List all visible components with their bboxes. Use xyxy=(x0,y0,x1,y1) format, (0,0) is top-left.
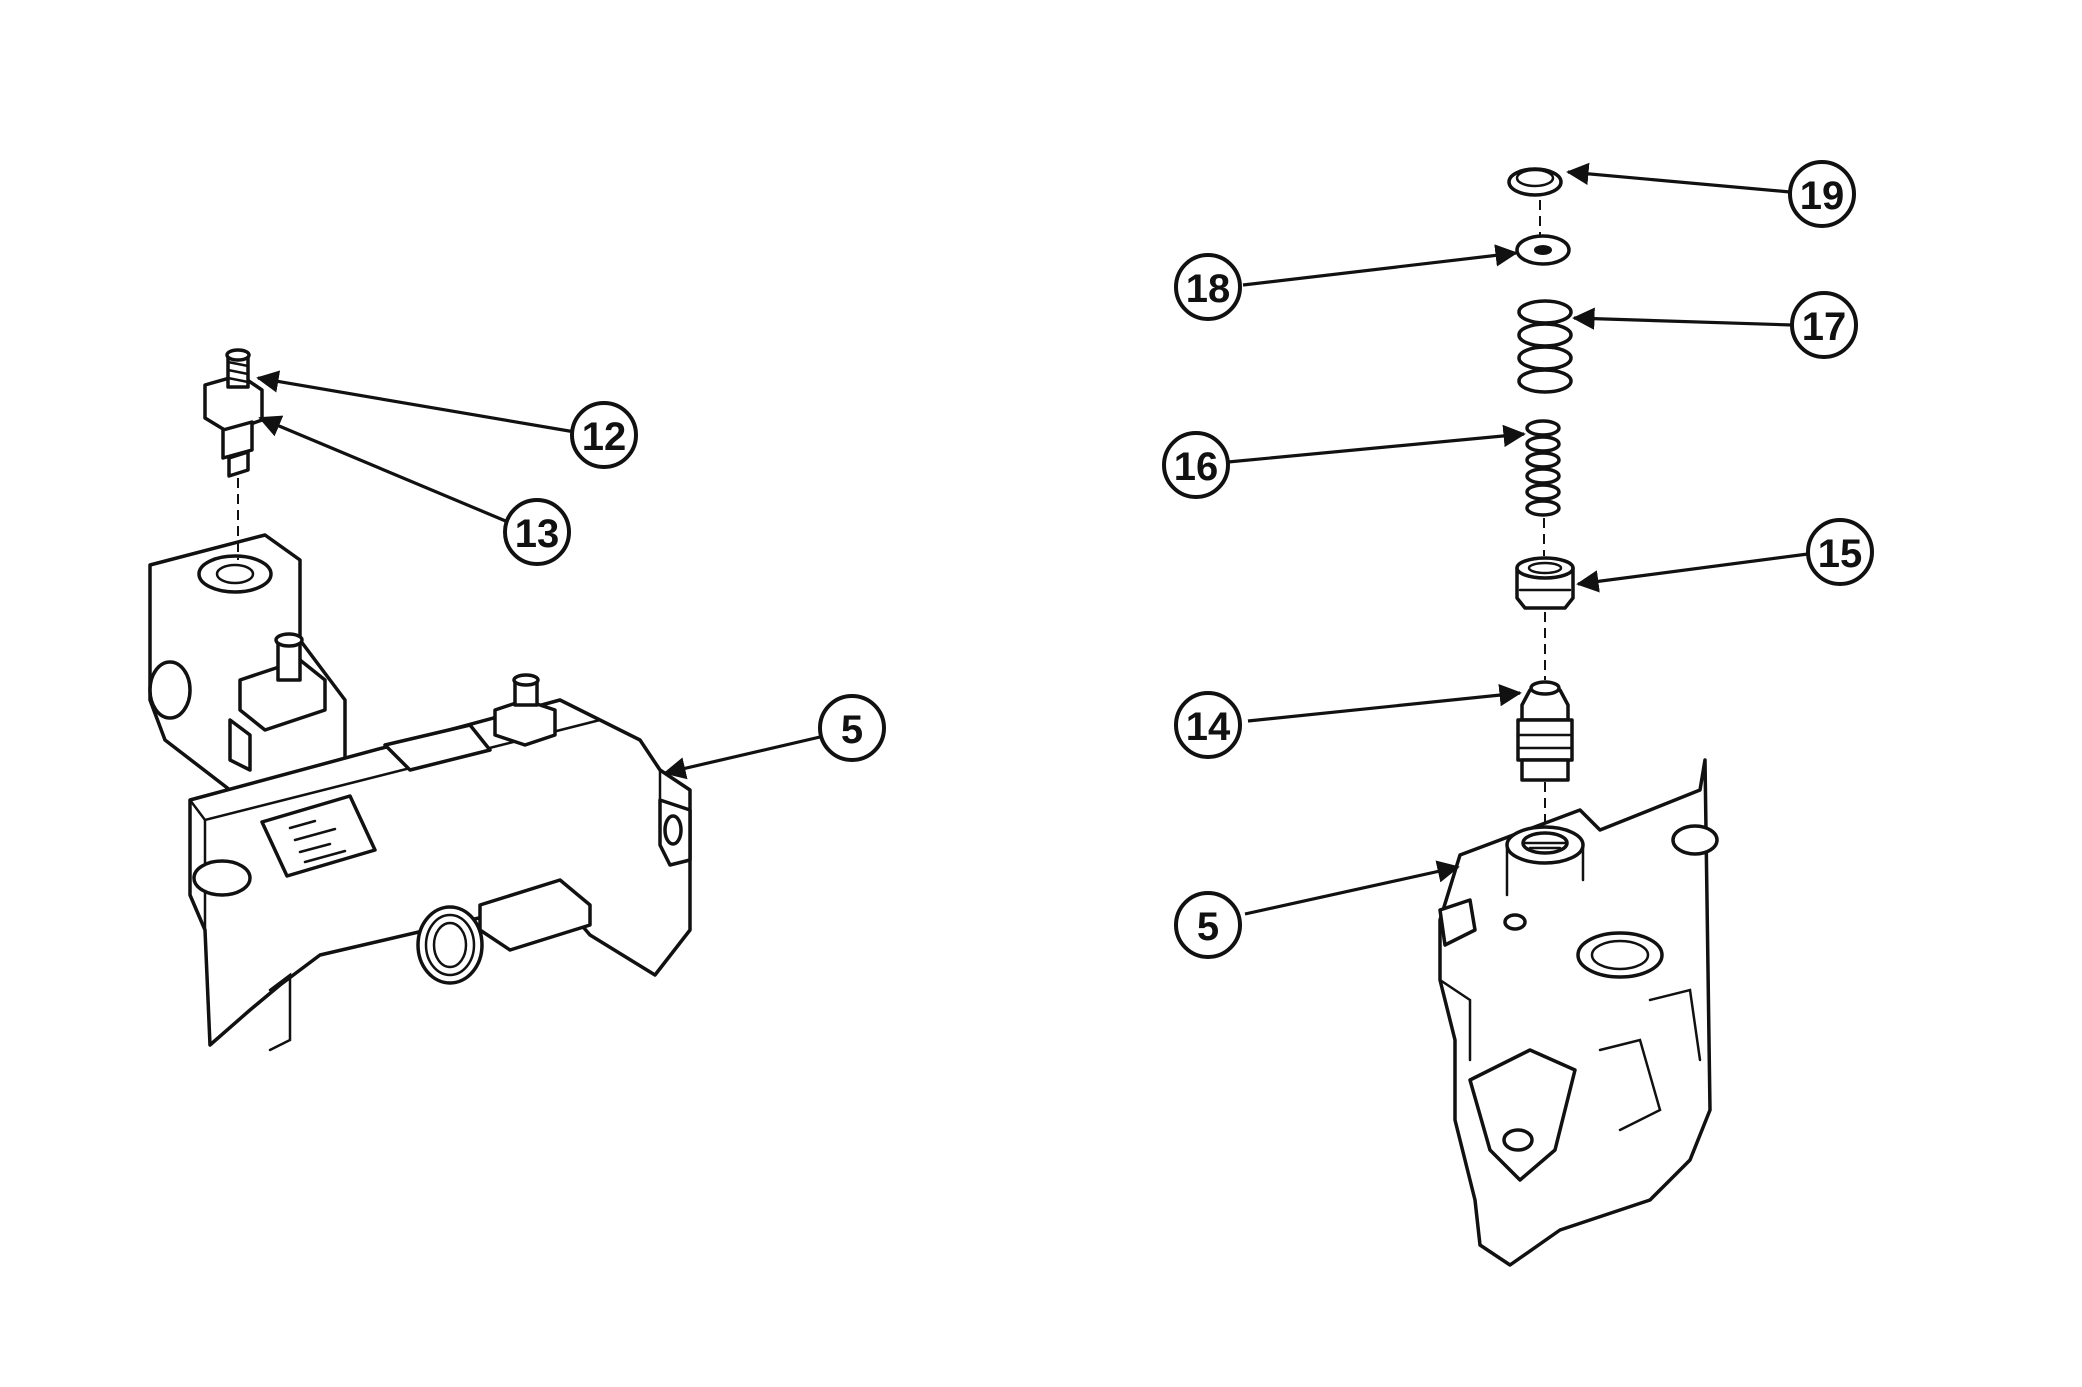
leader-13 xyxy=(258,415,509,524)
callout-label-16: 16 xyxy=(1174,445,1219,489)
leader-16 xyxy=(1227,424,1526,464)
callout-14: 14 xyxy=(1174,691,1242,759)
cap-part-19 xyxy=(1507,167,1563,197)
leader-12 xyxy=(256,370,576,434)
right-valve-body xyxy=(1438,758,1719,1267)
callout-label-17: 17 xyxy=(1802,305,1847,349)
callout-label-19: 19 xyxy=(1800,174,1845,218)
callout-label-13: 13 xyxy=(515,512,560,556)
callout-label-18: 18 xyxy=(1186,267,1231,311)
callout-17: 17 xyxy=(1790,291,1858,359)
left-valve-body-assembly xyxy=(148,533,692,1052)
outer-spring-part-17 xyxy=(1517,299,1573,394)
plug-part-12 xyxy=(203,348,264,478)
callout-label-12: 12 xyxy=(582,415,627,459)
callout-13: 13 xyxy=(503,498,571,566)
callout-15: 15 xyxy=(1806,518,1874,586)
callout-label-5-left: 5 xyxy=(841,708,863,752)
leader-14 xyxy=(1247,683,1522,723)
leader-5-left xyxy=(663,735,821,780)
callout-5-left: 5 xyxy=(818,694,886,762)
callout-5-right: 5 xyxy=(1174,891,1242,959)
callout-12: 12 xyxy=(570,401,638,469)
callout-label-14: 14 xyxy=(1186,705,1231,749)
leader-5-right xyxy=(1244,860,1460,916)
spring-detail xyxy=(416,878,592,985)
seat-part-15 xyxy=(1515,556,1575,610)
leader-15 xyxy=(1576,552,1809,593)
leader-18 xyxy=(1242,244,1518,287)
valve-part-14 xyxy=(1516,680,1574,782)
leader-17 xyxy=(1572,307,1793,330)
callout-16: 16 xyxy=(1162,431,1230,499)
callout-18: 18 xyxy=(1174,253,1242,321)
washer-part-18 xyxy=(1515,234,1571,266)
leader-19 xyxy=(1566,162,1791,194)
callout-label-5-right: 5 xyxy=(1197,905,1219,949)
inner-spring-part-16 xyxy=(1525,419,1561,517)
callout-19: 19 xyxy=(1788,160,1856,228)
callout-label-15: 15 xyxy=(1818,532,1863,576)
